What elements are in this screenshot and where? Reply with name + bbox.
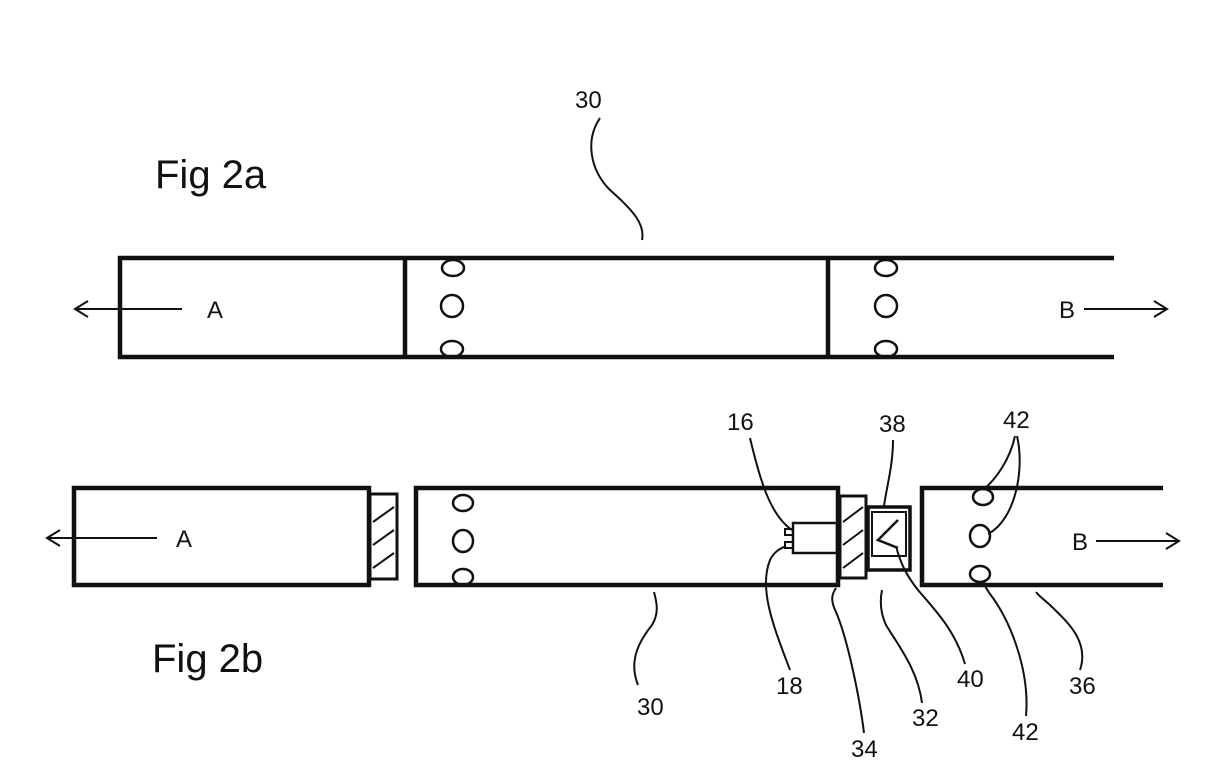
- ref-label-30-bottom: 30: [637, 694, 664, 721]
- leader-line-36: [1035, 591, 1084, 671]
- ref-label-32: 32: [912, 705, 939, 732]
- direction-label-a-fig-2a: A: [207, 297, 223, 324]
- air-hole: [451, 567, 475, 587]
- arrow-b-fig-2a: [1084, 300, 1169, 318]
- valve-housing: [866, 505, 912, 572]
- left-segment-body: [71, 485, 372, 588]
- valve-window: [871, 511, 907, 557]
- ref-label-34: 34: [851, 736, 878, 763]
- air-hole: [440, 258, 466, 278]
- middle-tube-segment: [413, 485, 841, 588]
- leader-line-38: [883, 439, 894, 507]
- thread-lines: [372, 506, 395, 569]
- air-hole: [873, 258, 899, 278]
- air-hole: [451, 528, 475, 554]
- leader-line-40: [895, 545, 966, 665]
- thread-connector-34: [838, 494, 868, 580]
- sensor-housing: [791, 521, 839, 555]
- leader-line-18: [765, 545, 791, 671]
- ref-label-42-bottom: 42: [1012, 719, 1039, 746]
- ref-label-38: 38: [879, 411, 906, 438]
- ref-label-40: 40: [957, 666, 984, 693]
- air-hole: [873, 339, 899, 359]
- air-hole: [439, 293, 465, 319]
- valve-component-32: [866, 505, 912, 572]
- left-thread-connector: [368, 492, 399, 581]
- air-hole: [971, 487, 995, 507]
- ref-label-18: 18: [776, 673, 803, 700]
- direction-label-b-fig-2b: B: [1072, 529, 1088, 556]
- middle-segment-body: [413, 485, 841, 588]
- fig-2a-title: Fig 2a: [155, 153, 267, 197]
- left-tube-segment: [71, 485, 399, 588]
- arrow-a-fig-2b: [45, 529, 157, 547]
- leader-line-42-top-a: [983, 435, 1016, 490]
- air-hole: [873, 293, 899, 319]
- leader-line-30-top: [590, 117, 644, 241]
- middle-thread-connector: [838, 494, 868, 580]
- valve-flap: [875, 519, 899, 550]
- sensor-pin-bottom: [784, 541, 794, 549]
- air-hole: [968, 523, 992, 549]
- arrow-a-fig-2a: [73, 300, 182, 318]
- direction-label-a-fig-2b: A: [176, 526, 192, 553]
- ref-label-30-top: 30: [575, 87, 602, 114]
- leader-line-42-top-b: [987, 435, 1021, 535]
- leader-line-42-bottom: [983, 581, 1028, 717]
- thread-lines: [842, 506, 864, 569]
- air-hole: [451, 493, 475, 513]
- leader-line-32: [879, 589, 923, 704]
- device-tube-fig-2a: [117, 255, 1114, 360]
- ref-label-36: 36: [1069, 673, 1096, 700]
- air-hole: [439, 339, 465, 359]
- air-hole: [968, 564, 992, 584]
- ref-label-16: 16: [727, 409, 754, 436]
- direction-label-b-fig-2a: B: [1059, 297, 1075, 324]
- leader-line-34: [831, 587, 865, 734]
- leader-line-30-bottom: [633, 591, 658, 686]
- leader-line-16: [749, 437, 793, 531]
- right-tube-segment: [919, 485, 1163, 588]
- fig-2b-title: Fig 2b: [152, 637, 263, 681]
- ref-label-42-top: 42: [1003, 407, 1030, 434]
- arrow-b-fig-2b: [1096, 532, 1181, 550]
